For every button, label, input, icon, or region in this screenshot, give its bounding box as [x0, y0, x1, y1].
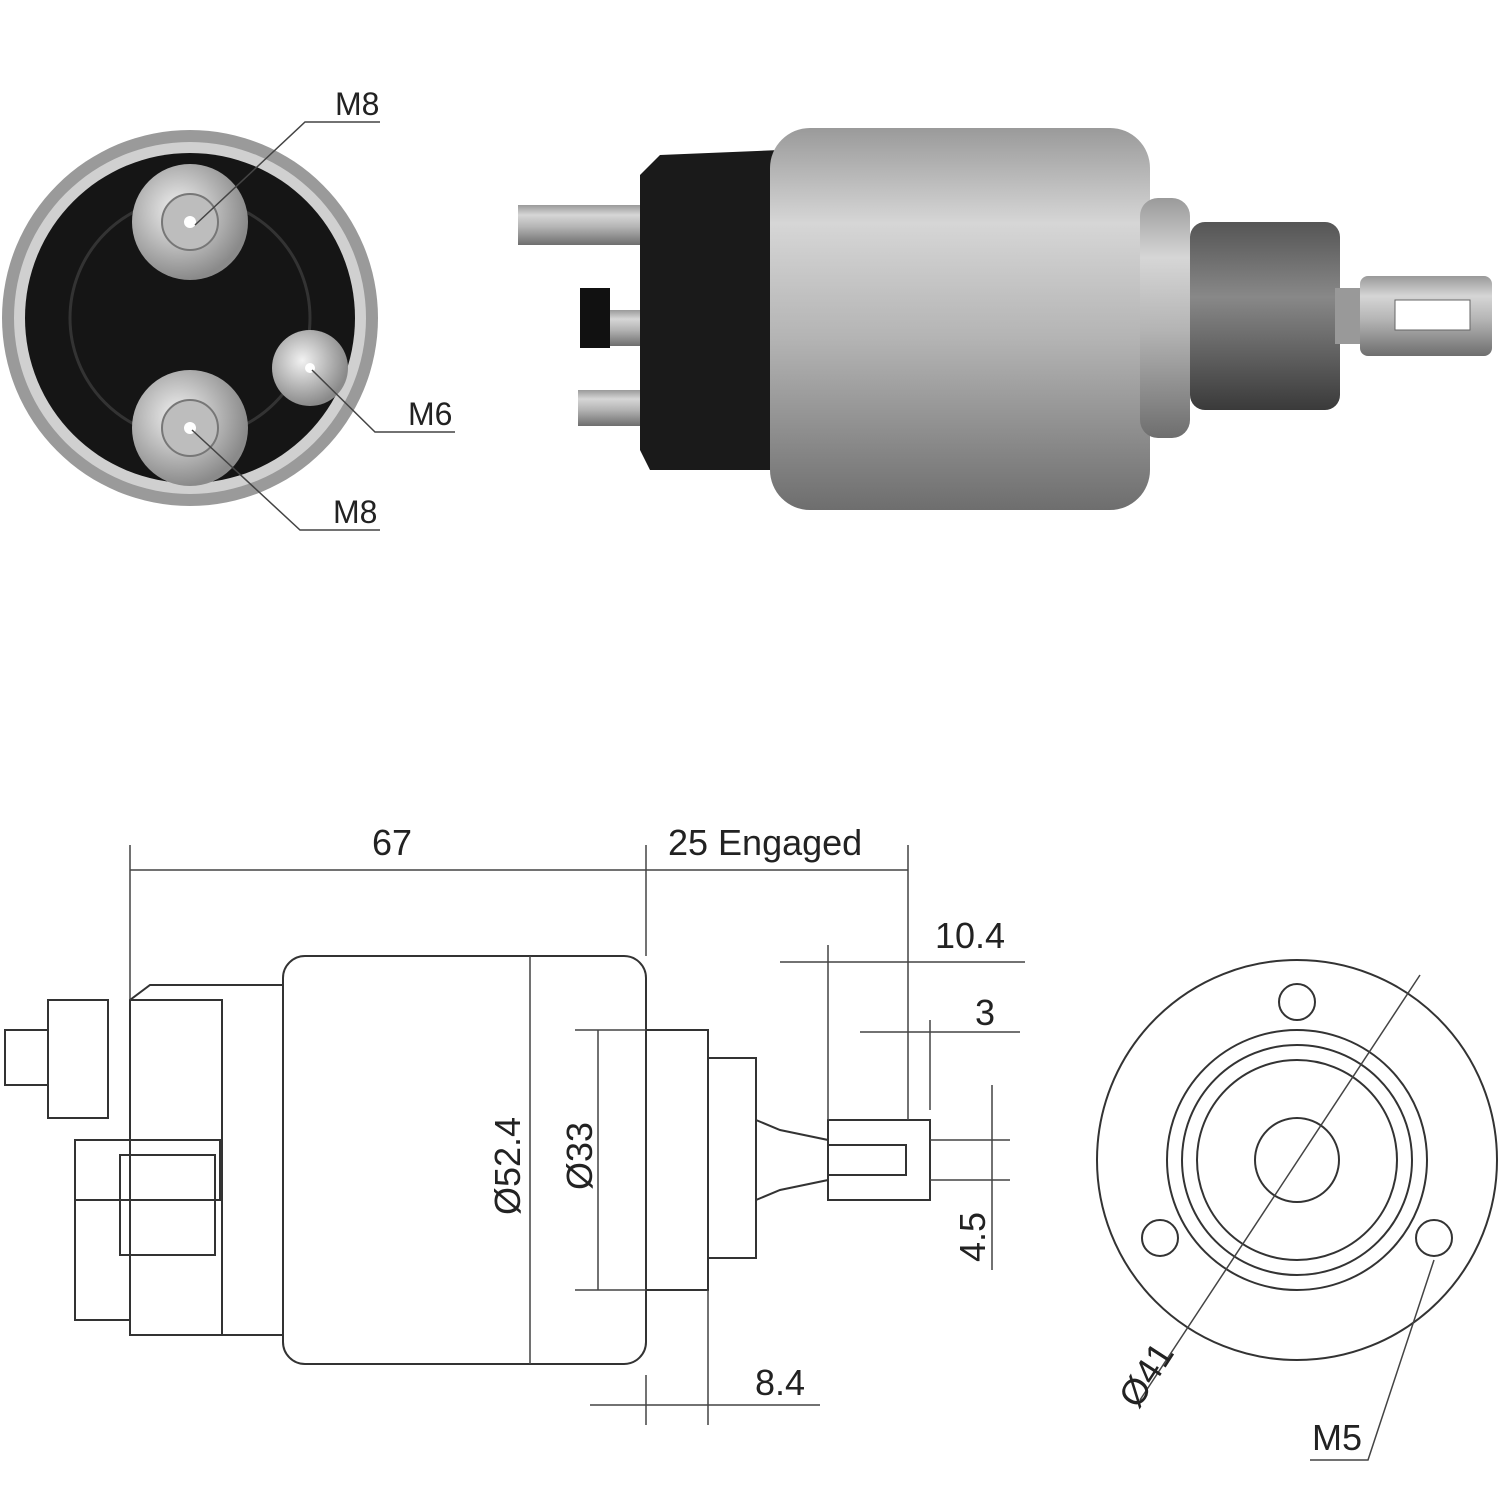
solenoid-body: [770, 128, 1150, 510]
drawing-boss: [645, 1029, 709, 1291]
stud-bottom: [578, 390, 648, 426]
photo-side-view: [518, 128, 1492, 510]
drawing-end-view: Ø41 M5: [1096, 959, 1498, 1461]
mount-hole-top: [1278, 983, 1316, 1021]
drawing-nut-top: [47, 999, 109, 1119]
mount-hole-left: [1141, 1219, 1179, 1257]
terminal-bottom: [132, 370, 248, 486]
dim-boss-diameter: Ø33: [559, 1122, 600, 1190]
label-terminal-small: M6: [408, 396, 452, 432]
dim-mount-thread: M5: [1312, 1417, 1362, 1458]
label-terminal-bottom: M8: [333, 494, 377, 530]
photo-end-view: M8 M6 M8: [2, 86, 455, 531]
label-terminal-top: M8: [335, 86, 379, 122]
black-cap: [640, 150, 780, 470]
dim-bolt-circle: Ø41: [1110, 1335, 1181, 1414]
drawing-flange: [1096, 959, 1498, 1361]
plunger: [1190, 222, 1340, 410]
drawing-eye: [827, 1119, 931, 1201]
stud-top: [518, 205, 643, 245]
dim-plunger-travel: 25 Engaged: [668, 822, 862, 863]
dim-eye-length: 10.4: [935, 915, 1005, 956]
dim-body-length: 67: [372, 822, 412, 863]
drawing-side-view: 67 25 Engaged 10.4 3 4.5 Ø52.4 Ø33 8.4: [4, 822, 1025, 1425]
dim-body-diameter: Ø52.4: [487, 1117, 528, 1215]
terminal-top: [132, 164, 248, 280]
dim-eye-width: 4.5: [952, 1212, 993, 1262]
drawing-plunger-end: [1254, 1117, 1340, 1203]
mount-hole-right: [1415, 1219, 1453, 1257]
dim-eye-offset: 3: [975, 992, 995, 1033]
end-view-cap: [25, 153, 355, 483]
dim-boss-length: 8.4: [755, 1362, 805, 1403]
